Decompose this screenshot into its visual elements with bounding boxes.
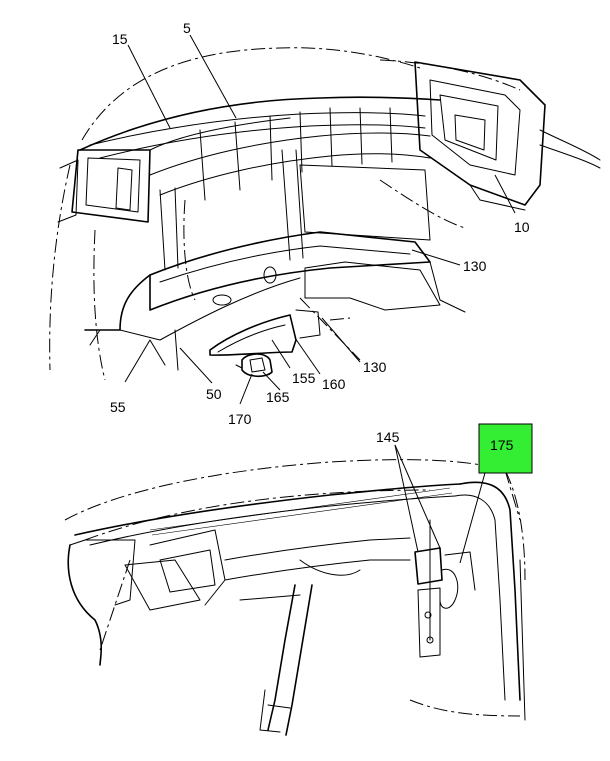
callout-5: 5 (183, 20, 191, 36)
leader-lines (124, 34, 516, 564)
callout-175: 175 (490, 437, 514, 453)
callout-145: 145 (376, 429, 400, 445)
callout-130b: 130 (363, 359, 387, 375)
callout-160: 160 (322, 376, 346, 392)
callout-170: 170 (228, 411, 252, 427)
highlight-box (478, 423, 533, 474)
callout-165: 165 (266, 389, 290, 405)
callout-55: 55 (110, 399, 126, 415)
callout-10: 10 (514, 219, 530, 235)
callout-15: 15 (112, 31, 128, 47)
callout-130a: 130 (463, 258, 487, 274)
callout-155: 155 (292, 370, 316, 386)
callout-labels: 15 5 10 130 130 55 50 155 160 165 170 14… (110, 20, 530, 453)
lower-assembly-drawing (64, 459, 526, 736)
upper-assembly-drawing (49, 47, 601, 381)
callout-50: 50 (206, 386, 222, 402)
